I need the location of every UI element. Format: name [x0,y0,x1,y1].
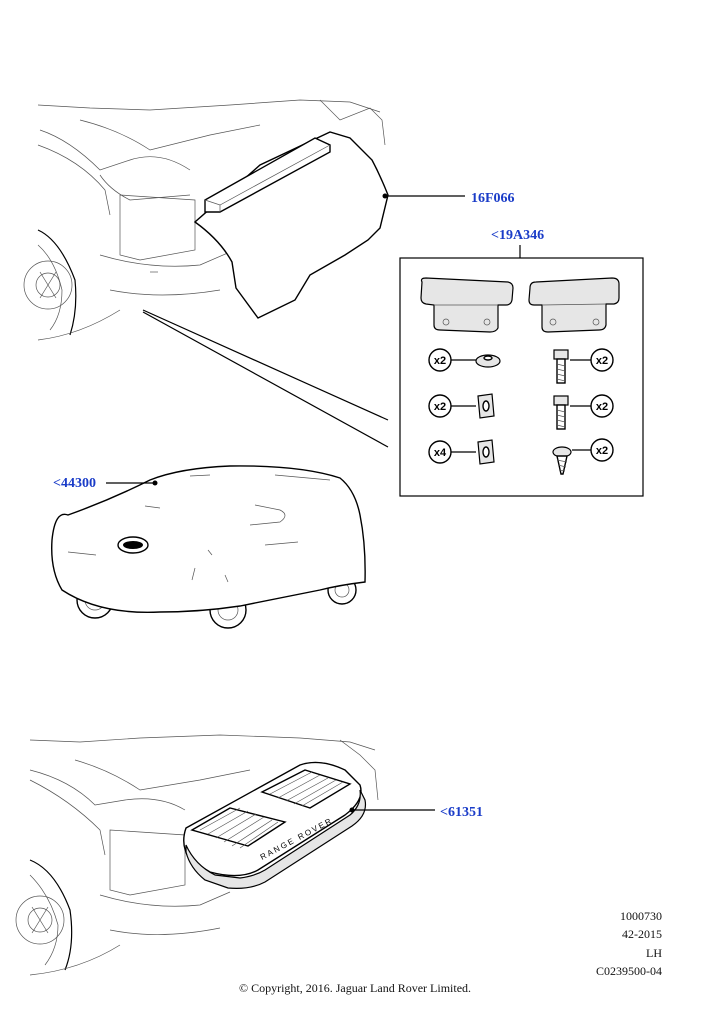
bolt-a-part[interactable] [553,348,614,384]
washer-qty: x2 [434,355,446,367]
date-code: 42-2015 [622,927,662,941]
tread-plate-part[interactable]: RANGE ROVER [183,761,367,889]
rear-vehicle-top-illustration [23,99,386,341]
mudflap-left-part[interactable] [420,277,514,333]
illustration-id: C0239500-04 [596,964,662,978]
car-cover-part[interactable] [51,465,366,629]
clip-a-part[interactable] [428,393,495,419]
side-indicator: LH [646,946,662,960]
mudflap-kit-box[interactable] [399,245,644,497]
kit-pointer-line-lower [142,311,389,448]
bolt-b-part[interactable] [553,394,614,430]
clip-a-qty: x2 [434,401,446,413]
bolt-a-qty: x2 [596,355,608,367]
loadspace-leader-dot [382,193,388,199]
car-cover-leader-dot [152,480,158,486]
callout-mudflap-kit[interactable]: <19A346 [491,228,545,243]
callout-tread-plate[interactable]: <61351 [440,805,483,820]
clip-b-part[interactable] [428,439,495,465]
tread-plate-leader-dot [349,807,355,813]
screw-part[interactable] [552,438,614,475]
bolt-b-qty: x2 [596,401,608,413]
callout-loadspace-protector[interactable]: 16F066 [471,191,515,206]
kit-pointer-line-upper [142,309,389,421]
ref-number: 1000730 [620,909,662,923]
clip-b-qty: x4 [434,447,447,459]
loadspace-protector-part[interactable] [193,131,389,319]
mudflap-right-part[interactable] [528,277,620,333]
callout-car-cover[interactable]: <44300 [53,476,96,491]
screw-qty: x2 [596,445,608,457]
copyright-notice: © Copyright, 2016. Jaguar Land Rover Lim… [238,981,472,995]
rear-vehicle-bottom-illustration [15,734,379,976]
washer-part[interactable] [428,348,501,372]
